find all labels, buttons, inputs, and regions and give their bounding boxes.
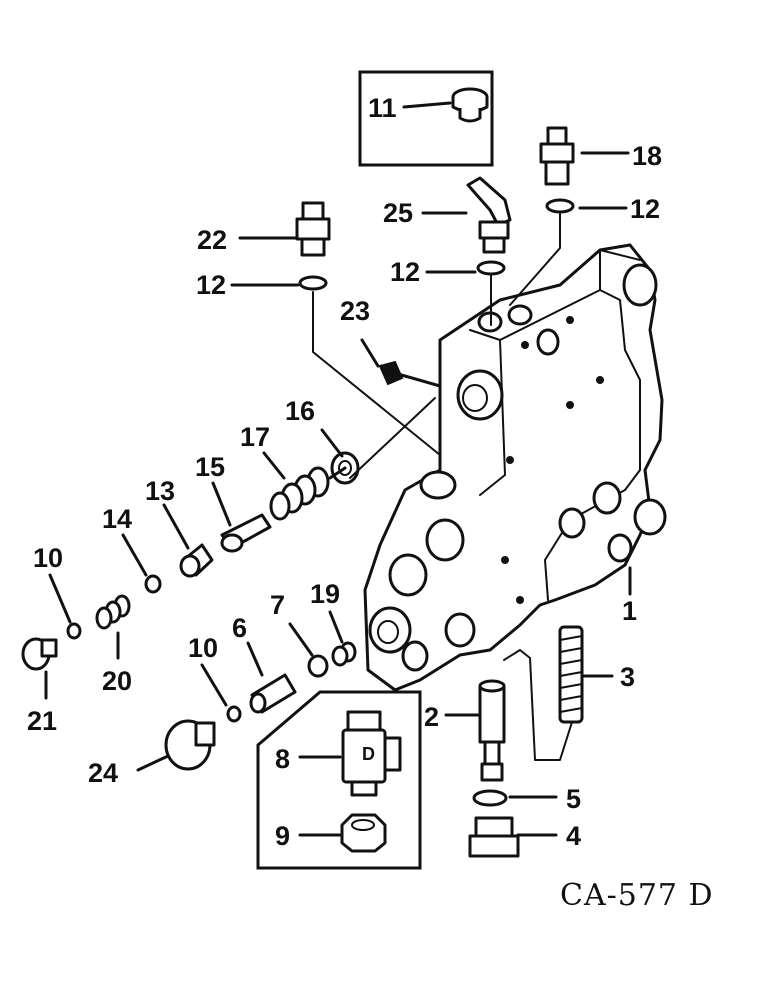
o-ring-part-10-upper [66, 622, 82, 640]
plug-part-11 [451, 87, 489, 123]
callout-20: 20 [102, 666, 132, 696]
spring-part-17 [269, 466, 330, 521]
plug-part-24 [164, 719, 216, 771]
spring-part-20 [95, 594, 131, 630]
washer-part-7 [307, 654, 329, 678]
o-ring-part-12-right [545, 198, 575, 214]
valve-body [363, 243, 667, 692]
spool-part-15 [220, 513, 272, 553]
callout-10-lower: 10 [188, 633, 218, 663]
callout-3: 3 [620, 662, 635, 692]
piston-part-13 [179, 543, 214, 578]
o-ring-part-5 [472, 789, 508, 807]
tee-fitting-part-8: D [341, 710, 402, 797]
pin-part-14 [144, 574, 162, 594]
spring-part-19 [331, 641, 357, 667]
callout-5: 5 [566, 784, 581, 814]
figure-id: CA-577 D [560, 878, 714, 913]
spool-part-2 [478, 679, 506, 782]
callout-16: 16 [285, 396, 315, 426]
elbow-fitting-part-25 [466, 176, 512, 254]
o-ring-part-12-left [298, 275, 328, 291]
callout-10-upper: 10 [33, 543, 63, 573]
callout-9: 9 [275, 821, 290, 851]
callout-23: 23 [340, 296, 370, 326]
o-ring-part-12-middle [476, 260, 506, 276]
callout-6: 6 [232, 613, 247, 643]
callout-19: 19 [310, 579, 340, 609]
callout-22: 22 [197, 225, 227, 255]
assembly-lines [312, 213, 573, 761]
svg-text:D: D [362, 744, 375, 764]
callout-1: 1 [622, 596, 637, 626]
spool-part-6 [249, 673, 297, 714]
nut-part-9 [340, 813, 387, 853]
callout-25: 25 [383, 198, 413, 228]
callout-12-left: 12 [196, 270, 226, 300]
callout-24: 24 [88, 758, 118, 788]
inset-box-plug [358, 70, 494, 167]
o-ring-part-10-lower [226, 705, 242, 723]
callout-11: 11 [368, 93, 397, 123]
fitting-part-18 [539, 126, 575, 186]
callout-2: 2 [424, 702, 439, 732]
callout-12-right: 12 [630, 194, 660, 224]
plug-part-4 [468, 816, 520, 858]
spring-part-3 [558, 625, 584, 724]
fitting-part-22 [295, 201, 331, 257]
plug-part-21 [21, 637, 58, 671]
callout-leaders [44, 101, 632, 837]
callout-13: 13 [145, 476, 175, 506]
callout-8: 8 [275, 744, 290, 774]
callout-21: 21 [27, 706, 57, 736]
callout-15: 15 [195, 452, 225, 482]
callout-7: 7 [270, 590, 285, 620]
callout-14: 14 [102, 504, 132, 534]
inset-box-tee-fitting [256, 690, 422, 870]
callout-12-middle: 12 [390, 257, 420, 287]
callout-labels: 11 18 12 25 22 12 12 23 16 17 15 13 14 1… [27, 93, 662, 851]
callout-4: 4 [566, 821, 581, 851]
plug-part-23 [378, 360, 404, 386]
callout-17: 17 [240, 422, 270, 452]
callout-18: 18 [632, 141, 662, 171]
